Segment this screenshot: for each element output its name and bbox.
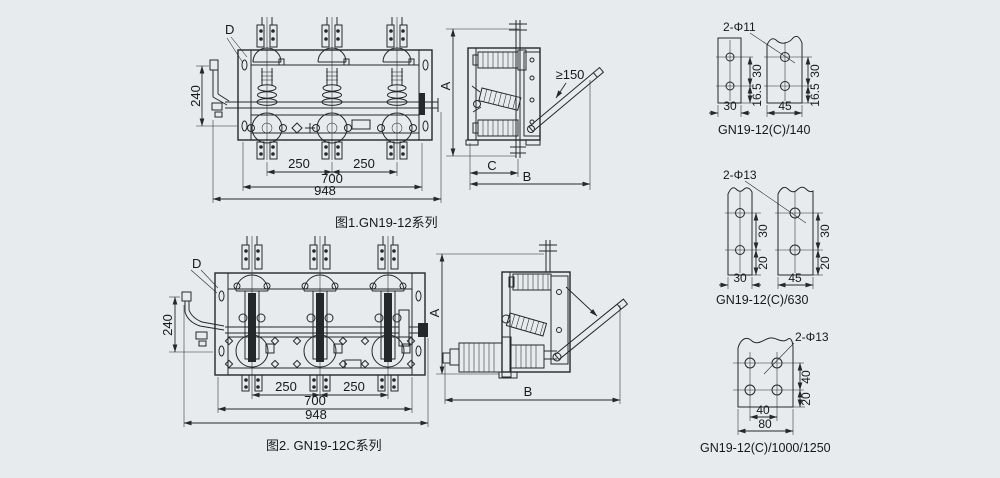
side1-dim-b: B (523, 169, 532, 184)
p630-caption: GN19-12(C)/630 (716, 293, 808, 307)
fig2-dim-b: B (524, 384, 533, 399)
fig1-caption: 图1.GN19-12系列 (335, 215, 438, 230)
fig1-dim-700: 700 (321, 171, 343, 186)
figure1-side-view: A ≥150 C B (438, 20, 605, 190)
p1000-pitch-v: 40 (799, 370, 813, 384)
p1000-width: 80 (758, 417, 772, 431)
p140-pitch-left: 30 (750, 64, 764, 78)
p630-hole-label: 2-Φ13 (723, 168, 757, 182)
p140-caption: GN19-12(C)/140 (718, 123, 810, 137)
p630-width-left: 30 (733, 271, 747, 285)
fig1-label-d: D (225, 22, 234, 37)
figure2-front-view: D 240 250 250 700 948 图2. GN19-12C系列 A (160, 235, 544, 453)
p630-edge-right: 20 (818, 256, 832, 270)
side1-dim-c: C (487, 158, 496, 173)
fig2-dim-948: 948 (305, 407, 327, 422)
p630-pitch-right: 30 (818, 224, 832, 238)
p140-width-left: 30 (723, 99, 737, 113)
p1000-hole-label: 2-Φ13 (795, 330, 829, 344)
fig2-dim-250-right: 250 (343, 379, 365, 394)
figure2-side-view: B (442, 240, 629, 404)
mounting-pattern-1000-1250: 2-Φ13 40 20 40 80 GN19-12(C)/1000/1250 (700, 330, 831, 455)
fig1-dim-250-left: 250 (288, 156, 310, 171)
p140-pitch-right: 30 (808, 64, 822, 78)
p140-hole-label: 2-Φ11 (723, 20, 756, 34)
p1000-edge: 20 (799, 392, 813, 406)
side1-dim-a: A (438, 81, 453, 90)
side1-clearance-label: ≥150 (556, 67, 585, 82)
fig2-dim-250-left: 250 (275, 379, 297, 394)
p140-edge-left: 16.5 (750, 83, 764, 107)
fig1-dim-948: 948 (314, 183, 336, 198)
p630-width-right: 45 (788, 271, 802, 285)
fig2-dim-240: 240 (160, 314, 175, 336)
figure1-front-view: D 240 250 250 700 948 图1.GN19-12系列 (188, 16, 442, 230)
fig2-caption: 图2. GN19-12C系列 (266, 438, 382, 453)
fig2-dim-700: 700 (304, 393, 326, 408)
fig2-dim-a: A (427, 308, 442, 317)
p630-edge-left: 20 (756, 256, 770, 270)
p140-width-right: 45 (778, 99, 792, 113)
p1000-caption: GN19-12(C)/1000/1250 (700, 441, 831, 455)
mounting-pattern-630: 2-Φ13 30 20 30 20 30 45 GN19-12(C)/630 (716, 168, 832, 307)
p140-edge-right: 16.5 (808, 83, 822, 107)
fig2-label-d: D (192, 256, 201, 271)
fig1-dim-240: 240 (188, 85, 203, 107)
fig1-dim-250-right: 250 (353, 156, 375, 171)
p1000-pitch-h: 40 (756, 403, 770, 417)
mounting-pattern-140: 2-Φ11 30 16.5 30 16.5 30 45 GN19-12(C)/1… (709, 20, 822, 137)
p630-pitch-left: 30 (756, 224, 770, 238)
